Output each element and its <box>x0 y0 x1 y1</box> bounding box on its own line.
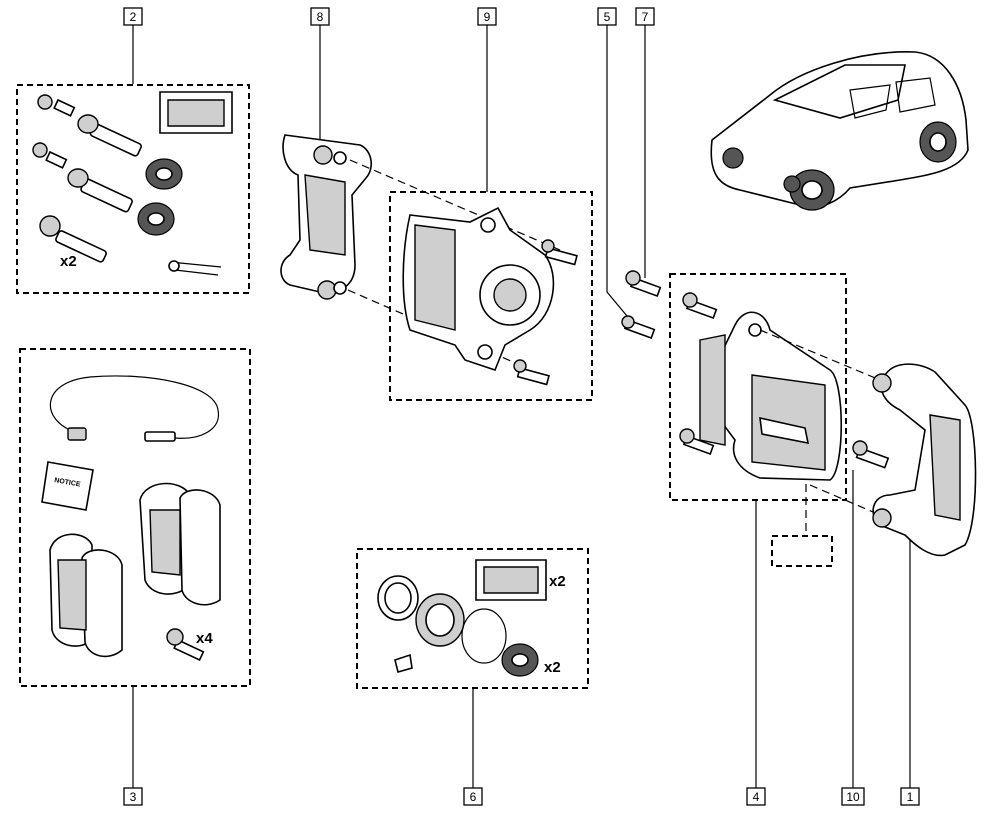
svg-text:9: 9 <box>484 10 491 24</box>
callout-10: 10 <box>841 787 865 806</box>
rubber-boot-icon <box>137 202 175 236</box>
svg-text:3: 3 <box>130 790 137 804</box>
callout-1: 1 <box>900 787 920 806</box>
notice-booklet-icon: NOTICE <box>41 461 94 511</box>
bolt-icon <box>166 628 205 662</box>
rubber-boot-icon <box>501 643 539 677</box>
leader-lines <box>132 25 911 788</box>
grease-sachet-icon <box>475 559 547 601</box>
bleed-cap-icon <box>394 653 413 673</box>
o-ring-icon <box>461 608 507 664</box>
guide-pin-icon <box>67 168 133 213</box>
notice-label: NOTICE <box>54 477 82 489</box>
svg-text:5: 5 <box>604 10 611 24</box>
kit-6-contents: x2 x2 <box>377 559 566 677</box>
callout-6: 6 <box>463 787 483 806</box>
dust-boot-icon <box>415 593 465 647</box>
bolt-icon <box>541 239 578 266</box>
svg-text:6: 6 <box>470 790 477 804</box>
kit-6-box <box>356 548 589 689</box>
kit-9-box <box>389 191 593 401</box>
kit-2-box <box>16 84 250 294</box>
kit-2-contents: x2 <box>32 91 233 276</box>
brake-pad-pair-icon <box>139 482 221 606</box>
caliper-body-icon <box>402 206 555 371</box>
callout-8: 8 <box>310 7 330 26</box>
kit-3-box <box>19 348 251 687</box>
guide-pin-icon <box>77 114 142 157</box>
svg-text:4: 4 <box>753 790 760 804</box>
caliper-assembly-icon <box>699 311 843 481</box>
bolt-icon <box>32 142 68 169</box>
caliper-carrier-icon <box>280 134 561 366</box>
guide-pin-icon <box>39 215 107 263</box>
kit-2-quantity: x2 <box>60 253 77 270</box>
kit-3-contents: NOTICE x4 <box>41 375 221 662</box>
svg-text:10: 10 <box>846 790 860 804</box>
svg-text:2: 2 <box>130 10 137 24</box>
callout-7: 7 <box>635 7 655 26</box>
bleed-screw-icon <box>621 315 656 340</box>
kit-9-contents <box>402 206 578 386</box>
wear-sensor-cable-icon <box>49 375 220 442</box>
callout-3: 3 <box>123 787 143 806</box>
kit-6-boot-quantity: x2 <box>544 659 561 676</box>
callout-4: 4 <box>746 787 766 806</box>
kit-4-box <box>669 273 847 501</box>
bolt-icon <box>679 428 715 456</box>
bolt-icon <box>625 270 662 298</box>
kit-4-contents <box>679 292 881 516</box>
svg-text:1: 1 <box>907 790 914 804</box>
callout-5: 5 <box>597 7 617 26</box>
rubber-boot-icon <box>145 158 183 190</box>
caliper-carrier-icon <box>872 363 977 557</box>
piston-seal-ring-icon <box>377 575 419 621</box>
bolt-icon <box>852 440 890 469</box>
bolt-icon <box>37 94 76 117</box>
kit-4-sub-box <box>771 535 833 567</box>
callout-9: 9 <box>477 7 497 26</box>
kit-6-grease-quantity: x2 <box>549 573 566 590</box>
bolt-icon <box>513 359 550 386</box>
callout-2: 2 <box>123 7 143 26</box>
wear-clip-icon <box>168 260 222 276</box>
bolt-icon <box>682 292 718 320</box>
svg-text:7: 7 <box>642 10 649 24</box>
grease-sachet-icon <box>159 91 233 134</box>
brake-pad-pair-icon <box>49 533 123 658</box>
kit-3-quantity: x4 <box>196 630 213 647</box>
svg-text:8: 8 <box>317 10 324 24</box>
car-illustration <box>710 51 969 211</box>
